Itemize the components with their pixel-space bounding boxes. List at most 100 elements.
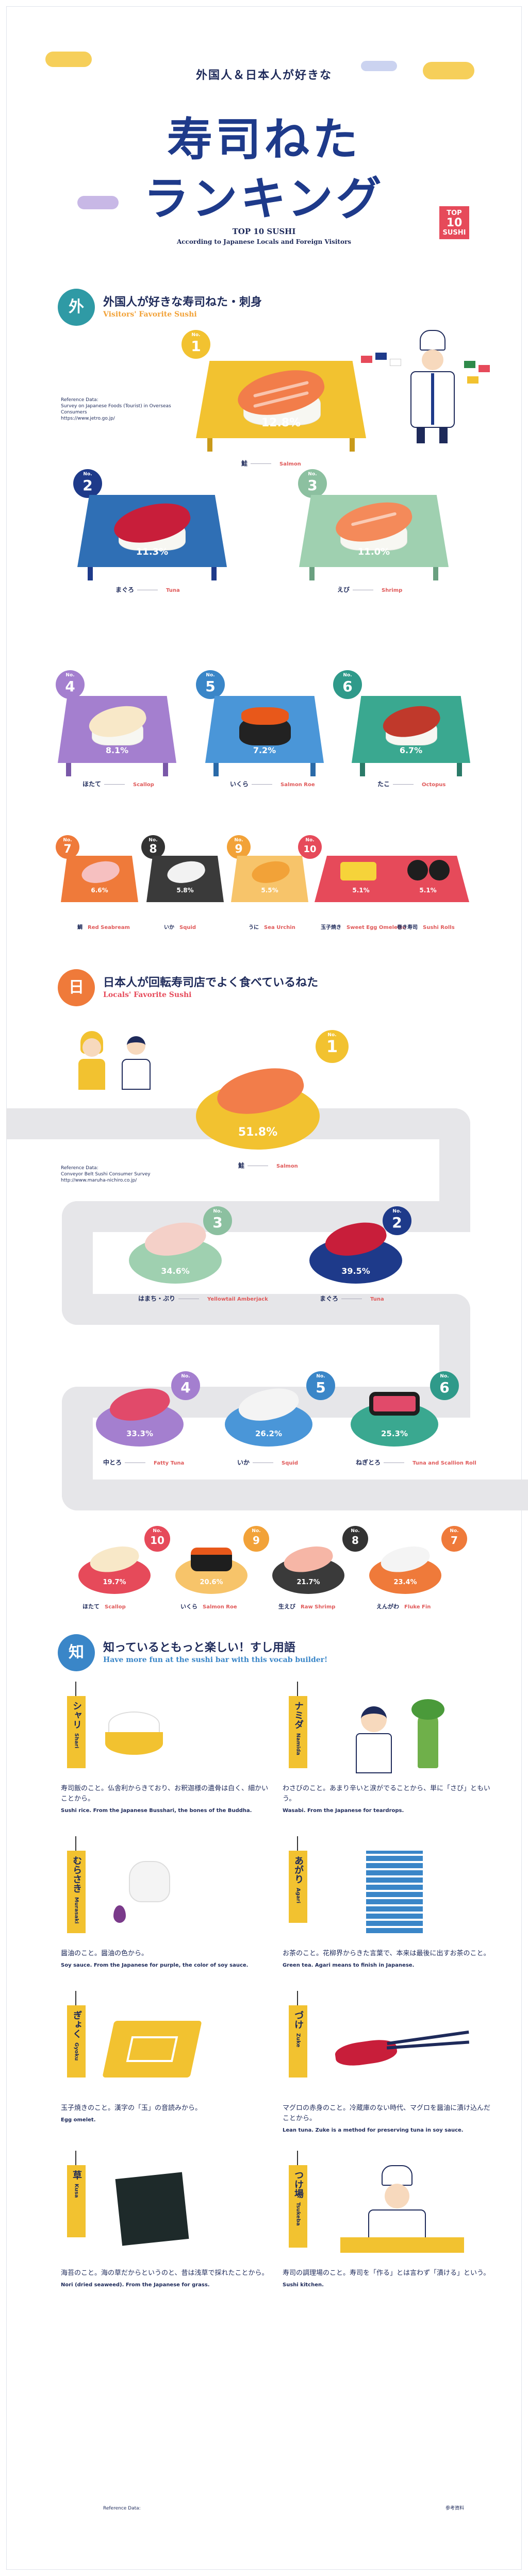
table-rank-1: 12.8%	[196, 361, 366, 452]
tamago-icon	[102, 2010, 202, 2083]
table-rank-9: 5.5%	[231, 856, 308, 902]
table-rank-4: 8.1%	[58, 696, 176, 776]
plate-rank-6: 25.3%	[351, 1392, 438, 1447]
plate-rank-8: 21.7%	[272, 1542, 344, 1594]
top10-badge: TOP 10 SUSHI	[439, 206, 469, 239]
rank-badge-2: No.2	[73, 469, 102, 498]
s2-pct-rank-5: 26.2%	[255, 1429, 283, 1438]
section1-icon: 外	[58, 289, 95, 326]
plate-rank-1: 51.8%	[196, 1060, 320, 1150]
rank-badge-7: No.7	[56, 835, 79, 859]
vocab-desc-namida: わさびのこと。あまり辛いと涙がでることから、単に「さび」ともいう。Wasabi.…	[283, 1785, 490, 1814]
s2-rank-badge-3: No.3	[203, 1206, 232, 1235]
s2-rank-badge-7: No.7	[441, 1526, 467, 1552]
rank-badge-8: No.8	[141, 835, 165, 859]
table-rank-2: 11.3%	[77, 495, 227, 580]
table-rank-6: 6.7%	[352, 696, 470, 776]
rank-badge-1: No.1	[182, 330, 210, 359]
section3-title-en: Have more fun at the sushi bar with this…	[103, 1656, 328, 1664]
plate-rank-9: 20.6%	[175, 1548, 248, 1594]
vocab-desc-zuke: マグロの赤身のこと。冷蔵庫のない時代、マグロを醤油に漬け込んだことから。Lean…	[283, 2104, 491, 2133]
pct-rank-9: 5.5%	[261, 887, 278, 894]
section1-reference: Reference Data: Survey on Japanese Foods…	[61, 397, 179, 422]
table-rank-10: 5.1% 5.1%	[315, 856, 469, 902]
s2-rank-badge-6: No.6	[430, 1371, 459, 1400]
plate-rank-10: 19.7%	[78, 1542, 151, 1594]
customers-illustration	[77, 1031, 160, 1090]
s2-pct-rank-10: 19.7%	[103, 1578, 126, 1586]
s2-pct-rank-6: 25.3%	[381, 1429, 408, 1438]
section3-title: 知っているともっと楽しい！すし用語	[103, 1641, 295, 1654]
pct-rank-5: 7.2%	[253, 745, 276, 755]
table-rank-3: 11.0%	[299, 495, 449, 580]
cloud-decoration	[77, 196, 119, 209]
chopsticks-icon	[334, 2021, 470, 2083]
badge-top: TOP	[447, 209, 462, 217]
rank-badge-5: No.5	[196, 670, 225, 699]
vocab-desc-murasaki: 醤油のこと。醤油の色から。Soy sauce. From the Japanes…	[61, 1950, 249, 1968]
header-title-line2: ランキング	[143, 172, 385, 225]
plate-rank-4: 33.3%	[96, 1383, 184, 1447]
s2-pct-rank-9: 20.6%	[200, 1578, 223, 1586]
ref-url: http://www.maruha-nichiro.co.jp/	[61, 1178, 137, 1183]
cloud-decoration	[45, 52, 92, 67]
soy-sauce-icon	[113, 1856, 186, 1928]
vocab-desc-shari: 寿司飯のこと。仏舎利からきており、お釈迦様の遺骨は白く、細かいことから。Sush…	[61, 1785, 269, 1814]
section2-reference: Reference Data: Conveyor Belt Sushi Cons…	[61, 1165, 179, 1184]
plate-rank-3: 34.6%	[129, 1217, 222, 1284]
s2-rank-badge-2: No.2	[383, 1206, 411, 1235]
rice-bowl-icon	[103, 1701, 165, 1758]
nori-icon	[108, 2170, 191, 2248]
s2-rank-badge-10: No.10	[144, 1526, 170, 1552]
vocab-desc-gyoku: 玉子焼きのこと。漢字の「玉」の音読みから。Egg omelet.	[61, 2104, 202, 2123]
sushi-chef-icon	[340, 2165, 464, 2253]
s2-rank-badge-8: No.8	[342, 1526, 368, 1552]
ref-label: Reference Data:	[61, 397, 98, 403]
table-rank-8: 5.8%	[146, 856, 224, 902]
s2-pct-rank-4: 33.3%	[126, 1429, 154, 1438]
rank-badge-9: No.9	[227, 835, 251, 859]
pct-rank-2: 11.3%	[136, 546, 169, 557]
header-en-title: TOP 10 SUSHI	[232, 227, 296, 236]
ref-label: Reference Data:	[61, 1166, 98, 1171]
badge-bottom: SUSHI	[442, 229, 466, 237]
table-rank-7: 6.6%	[61, 856, 138, 902]
pct-rank-3: 11.0%	[357, 546, 390, 557]
vocab-desc-tsukeba: 寿司の調理場のこと。寿司を「作る」とは言わず「漬ける」という。Sushi kit…	[283, 2269, 490, 2288]
section2-title: 日本人が回転寿司店でよく食べているねた	[103, 976, 319, 989]
s2-pct-rank-3: 34.6%	[161, 1266, 190, 1276]
flags-icon	[361, 353, 402, 387]
page-frame	[6, 6, 522, 2570]
table-rank-5: 7.2%	[205, 696, 324, 776]
wasabi-icon	[356, 1696, 459, 1773]
s2-rank-badge-9: No.9	[243, 1526, 269, 1552]
header-en-subtitle: According to Japanese Locals and Foreign…	[176, 238, 352, 245]
section2-title-en: Locals' Favorite Sushi	[103, 991, 192, 999]
vocab-desc-kusa: 海苔のこと。海の草だからというのと、昔は浅草で採れたことから。Nori (dri…	[61, 2269, 269, 2288]
header-subtitle: 外国人＆日本人が好きな	[195, 69, 332, 82]
